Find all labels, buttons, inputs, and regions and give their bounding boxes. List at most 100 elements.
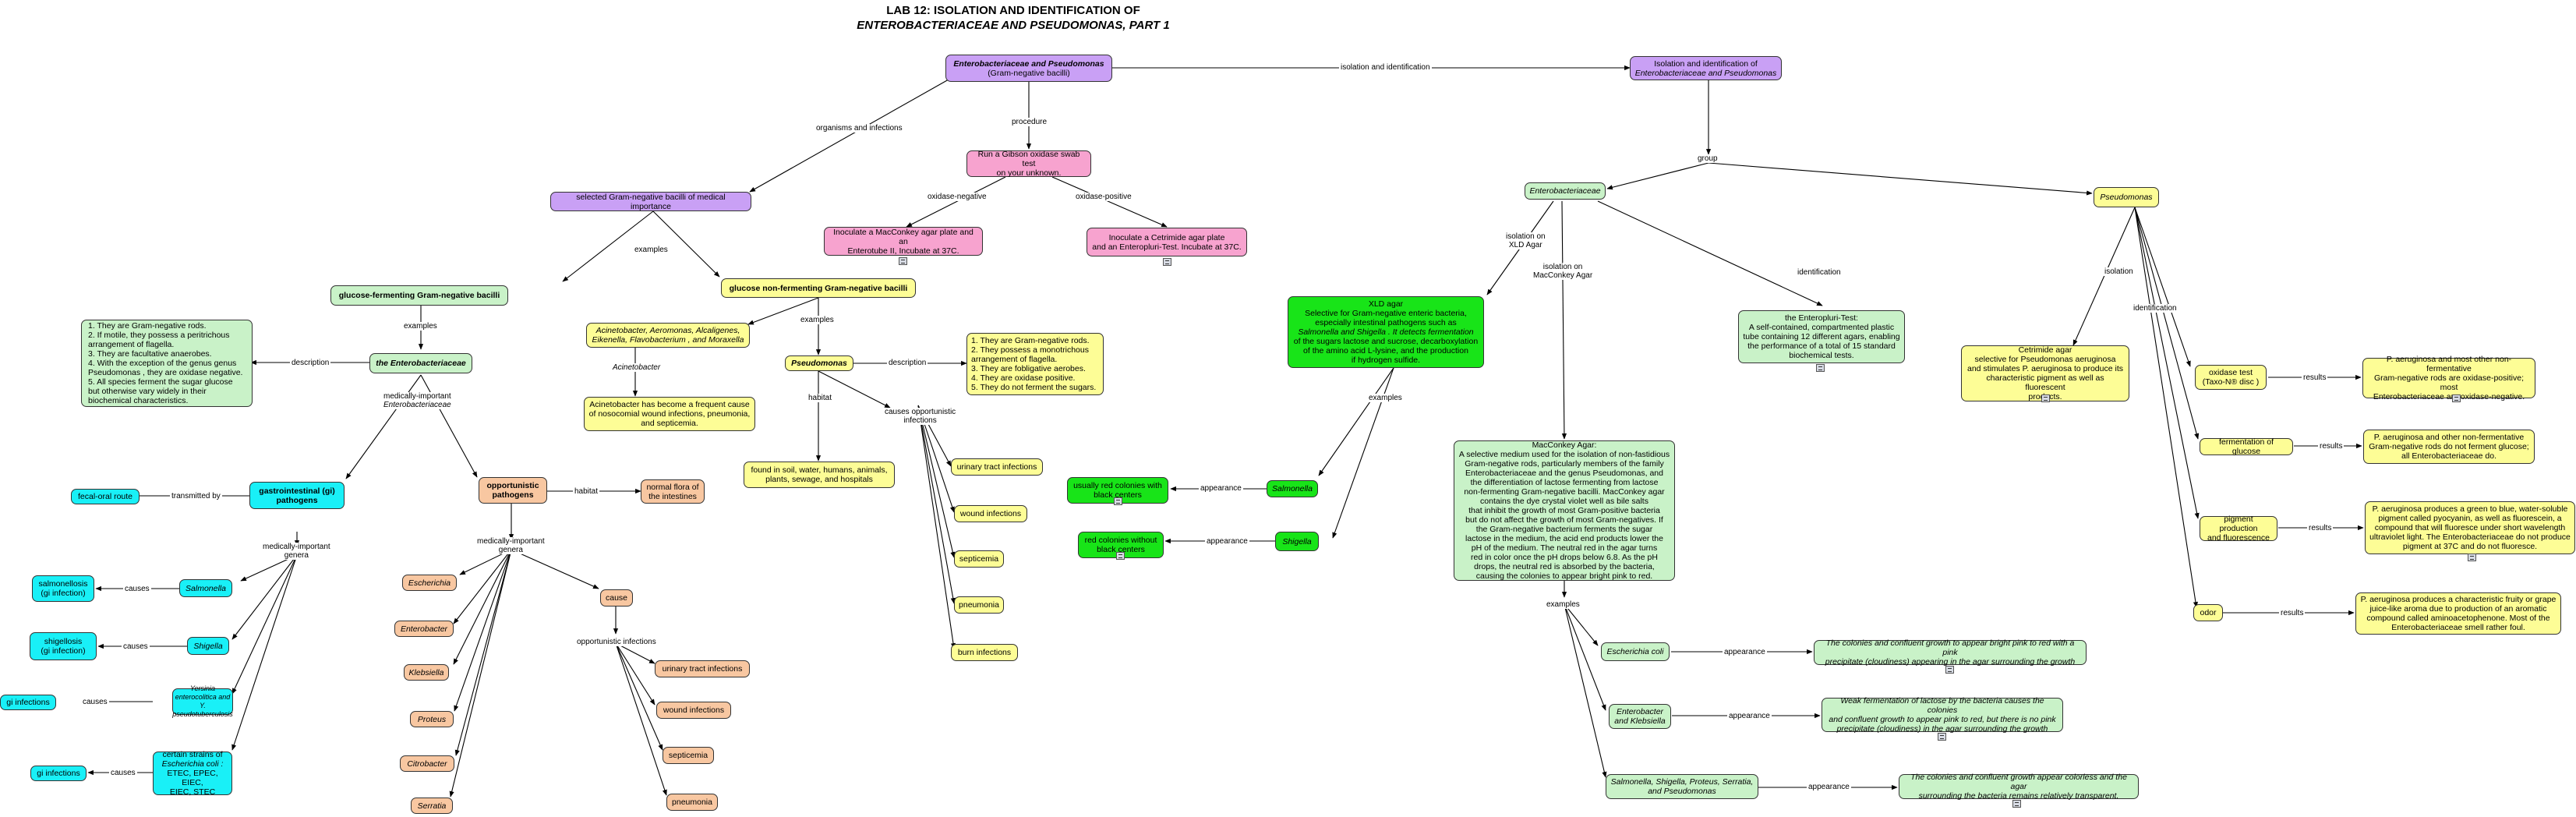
node-escherichia[interactable]: Escherichia [402, 575, 457, 591]
node-pseudomonas-habitat[interactable]: found in soil, water, humans, animals, p… [744, 462, 895, 488]
edge-label: description [887, 359, 928, 367]
node-normal-flora[interactable]: normal flora of the intestines [641, 479, 705, 504]
node-selected-gram-negative[interactable]: selected Gram-negative bacilli of medica… [550, 192, 751, 211]
node-serratia[interactable]: Serratia [411, 798, 453, 814]
attachment-icon[interactable] [1163, 258, 1171, 266]
edge-label: identification [1796, 268, 1843, 277]
node-enterobacter[interactable]: Enterobacter [394, 621, 454, 637]
edge-label: examples [402, 322, 439, 331]
node-enterobacteriaceae-right[interactable]: Enterobacteriaceae [1525, 182, 1606, 200]
node-fecal-oral[interactable]: fecal-oral route [71, 489, 140, 504]
edge-label: results [2279, 609, 2306, 617]
node-gi-infections-1[interactable]: gi infections [0, 695, 56, 710]
node-pneumonia-opportunistic[interactable]: pneumonia [666, 794, 718, 811]
node-shigella-xld[interactable]: Shigella [1275, 532, 1319, 551]
edge-label: causes [81, 698, 109, 706]
edge-label: identification [2132, 304, 2178, 313]
attachment-icon[interactable] [1816, 364, 1825, 372]
node-gi-pathogens[interactable]: gastrointestinal (gi) pathogens [249, 482, 345, 509]
node-shigellosis[interactable]: shigellosis (gi infection) [30, 632, 97, 660]
node-gibson-oxidase[interactable]: Run a Gibson oxidase swab test on your u… [966, 150, 1091, 178]
edge-label: isolation [2103, 267, 2135, 276]
node-result-pigment[interactable]: P. aeruginosa produces a green to blue, … [2365, 501, 2575, 554]
node-pseudomonas-description[interactable]: 1. They are Gram-negative rods. 2. They … [966, 333, 1104, 395]
edge-label: oxidase-positive [1074, 193, 1133, 201]
node-cause[interactable]: cause [600, 589, 633, 607]
node-salmonella-group-appearance[interactable]: The colonies and confluent growth appear… [1899, 773, 2139, 801]
node-cetrimide-agar[interactable]: Cetrimide agar selective for Pseudomonas… [1961, 345, 2129, 401]
edge-label: group [1696, 154, 1719, 163]
edge-label: examples [1545, 600, 1581, 609]
node-acinetobacter-note[interactable]: Acinetobacter has become a frequent caus… [584, 397, 755, 431]
edge-label: oxidase-negative [926, 193, 988, 201]
attachment-icon[interactable] [2012, 800, 2021, 808]
edge-label: examples [633, 246, 670, 254]
attachment-icon[interactable] [899, 257, 907, 265]
node-result-glucose[interactable]: P. aeruginosa and other non-fermentative… [2363, 430, 2535, 464]
node-pigment-production[interactable]: pigment production and fluorescence [2200, 515, 2277, 543]
node-pneumonia-pseudomonas[interactable]: pneumonia [954, 596, 1004, 614]
node-cetrimide-inoculate[interactable]: Inoculate a Cetrimide agar plate and an … [1087, 228, 1247, 256]
node-enteropluri-test[interactable]: the Enteropluri-Test: A self-contained, … [1738, 310, 1905, 363]
edge-label: procedure [1010, 118, 1049, 126]
node-salmonella-group[interactable]: Salmonella, Shigella, Proteus, Serratia,… [1606, 774, 1758, 799]
node-pseudomonas-right[interactable]: Pseudomonas [2094, 187, 2159, 207]
attachment-icon[interactable] [1938, 733, 1946, 741]
attachment-icon[interactable] [1116, 552, 1125, 560]
node-the-enterobacteriaceae[interactable]: the Enterobacteriaceae [369, 353, 472, 373]
edge-label: examples [1367, 394, 1404, 402]
node-ecoli-strains[interactable]: certain strains of Escherichia coli : ET… [153, 750, 232, 797]
node-proteus[interactable]: Proteus [410, 711, 454, 727]
node-uti-opportunistic[interactable]: urinary tract infections [655, 660, 750, 677]
attachment-icon[interactable] [1945, 666, 1954, 674]
node-pseudomonas-mid[interactable]: Pseudomonas [785, 355, 853, 371]
node-maconkey-inoculate[interactable]: Inoculate a MacConkey agar plate and an … [824, 227, 983, 256]
node-acinetobacter-list[interactable]: Acinetobacter, Aeromonas, Alcaligenes, E… [586, 323, 750, 348]
node-escherichia-coli[interactable]: Escherichia coli [1601, 642, 1670, 661]
node-gi-infections-2[interactable]: gi infections [30, 766, 87, 781]
node-opportunistic-pathogens[interactable]: opportunistic pathogens [479, 477, 547, 504]
node-odor[interactable]: odor [2193, 604, 2223, 621]
edge-label: opportunistic infections [575, 638, 658, 646]
node-glucose-fermenting[interactable]: glucose-fermenting Gram-negative bacilli [330, 285, 508, 306]
edge-label: results [2307, 524, 2334, 532]
node-klebsiella[interactable]: Klebsiella [404, 664, 449, 681]
node-result-odor[interactable]: P. aeruginosa produces a characteristic … [2355, 592, 2561, 635]
edge-label: appearance [1727, 712, 1772, 720]
node-wound-pseudomonas[interactable]: wound infections [954, 505, 1027, 522]
edge-label: results [2302, 373, 2328, 382]
node-entkleb-appearance[interactable]: Weak fermentation of lactose by the bact… [1822, 696, 2063, 734]
edge-label: causes [123, 585, 151, 593]
node-shigella-cyan[interactable]: Shigella [187, 637, 229, 655]
node-oxidase-test[interactable]: oxidase test (Taxo-N® disc ) [2195, 365, 2267, 390]
node-wound-opportunistic[interactable]: wound infections [656, 702, 731, 719]
attachment-icon[interactable] [2452, 394, 2461, 402]
node-entero-description[interactable]: 1. They are Gram-negative rods. 2. If mo… [81, 320, 253, 407]
node-septicemia-pseudomonas[interactable]: septicemia [954, 550, 1004, 568]
edge-label: results [2318, 442, 2345, 451]
node-enterobacter-klebsiella[interactable]: Enterobacter and Klebsiella [1609, 704, 1671, 729]
node-result-oxidase[interactable]: P. aeruginosa and most other non-ferment… [2362, 355, 2535, 401]
node-macconkey-agar[interactable]: MacConkey Agar: A selective medium used … [1454, 440, 1675, 581]
attachment-icon[interactable] [1114, 497, 1122, 505]
node-burn-pseudomonas[interactable]: burn infections [951, 644, 1018, 661]
node-citrobacter[interactable]: Citrobacter [400, 755, 454, 772]
node-isolation-identification[interactable]: Isolation and identification of Enteroba… [1630, 56, 1782, 80]
attachment-icon[interactable] [2041, 394, 2050, 402]
node-salmonella-cyan[interactable]: Salmonella [179, 579, 232, 597]
node-salmonellosis[interactable]: salmonellosis (gi infection) [32, 575, 94, 602]
node-fermentation-glucose[interactable]: fermentation of glucose [2200, 437, 2293, 456]
node-xld-agar[interactable]: XLD agar Selective for Gram-negative ent… [1288, 296, 1484, 368]
node-uti-pseudomonas[interactable]: urinary tract infections [951, 458, 1043, 476]
edge-label: examples [799, 316, 836, 324]
node-ecoli-appearance[interactable]: The colonies and confluent growth to app… [1814, 638, 2087, 667]
node-septicemia-opportunistic[interactable]: septicemia [663, 747, 714, 764]
node-yersinia[interactable]: Yersinia enterocolitica and Y. pseudotub… [172, 684, 233, 718]
attachment-icon[interactable] [2468, 554, 2476, 561]
node-glucose-nonfermenting[interactable]: glucose non-fermenting Gram-negative bac… [721, 278, 916, 298]
edge-label: causes [122, 642, 150, 651]
node-salmonella-xld[interactable]: Salmonella [1267, 480, 1318, 497]
node-root[interactable]: Enterobacteriaceae and Pseudomonas (Gram… [945, 55, 1112, 82]
